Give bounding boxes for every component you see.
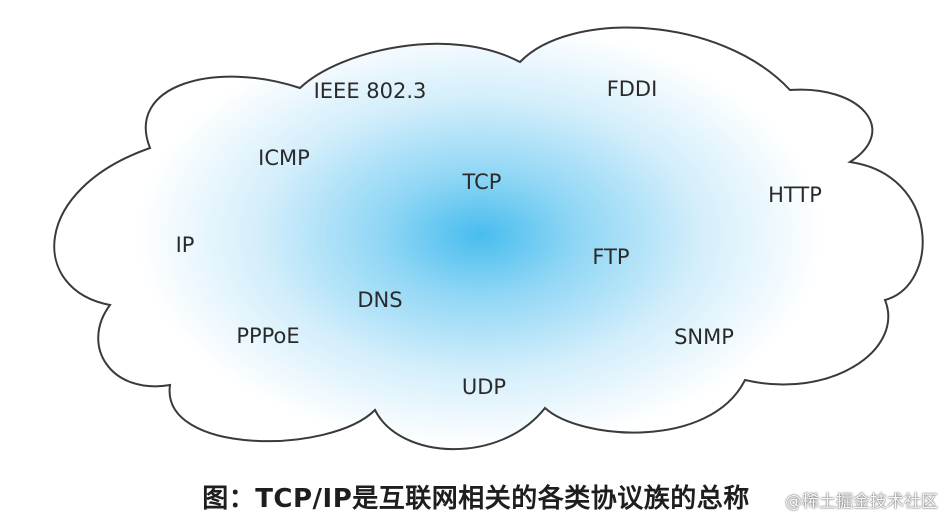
protocol-label-pppoe: PPPoE xyxy=(236,324,299,348)
protocol-label-icmp: ICMP xyxy=(258,146,310,170)
watermark: @稀土掘金技术社区 xyxy=(785,492,938,512)
protocol-label-http: HTTP xyxy=(768,183,822,207)
cloud-shape xyxy=(53,26,924,451)
protocol-label-snmp: SNMP xyxy=(674,325,734,349)
protocol-label-dns: DNS xyxy=(357,288,402,312)
protocol-label-ip: IP xyxy=(176,233,195,257)
protocol-label-ieee-802-3: IEEE 802.3 xyxy=(314,79,427,103)
protocol-label-ftp: FTP xyxy=(592,245,629,269)
protocol-label-udp: UDP xyxy=(462,375,506,399)
protocol-label-fddi: FDDI xyxy=(607,77,658,101)
protocol-label-tcp: TCP xyxy=(462,170,502,194)
figure-caption: 图：TCP/IP是互联网相关的各类协议族的总称 xyxy=(202,484,750,514)
protocol-labels: IEEE 802.3 FDDI ICMP TCP HTTP IP FTP DNS… xyxy=(176,77,822,399)
